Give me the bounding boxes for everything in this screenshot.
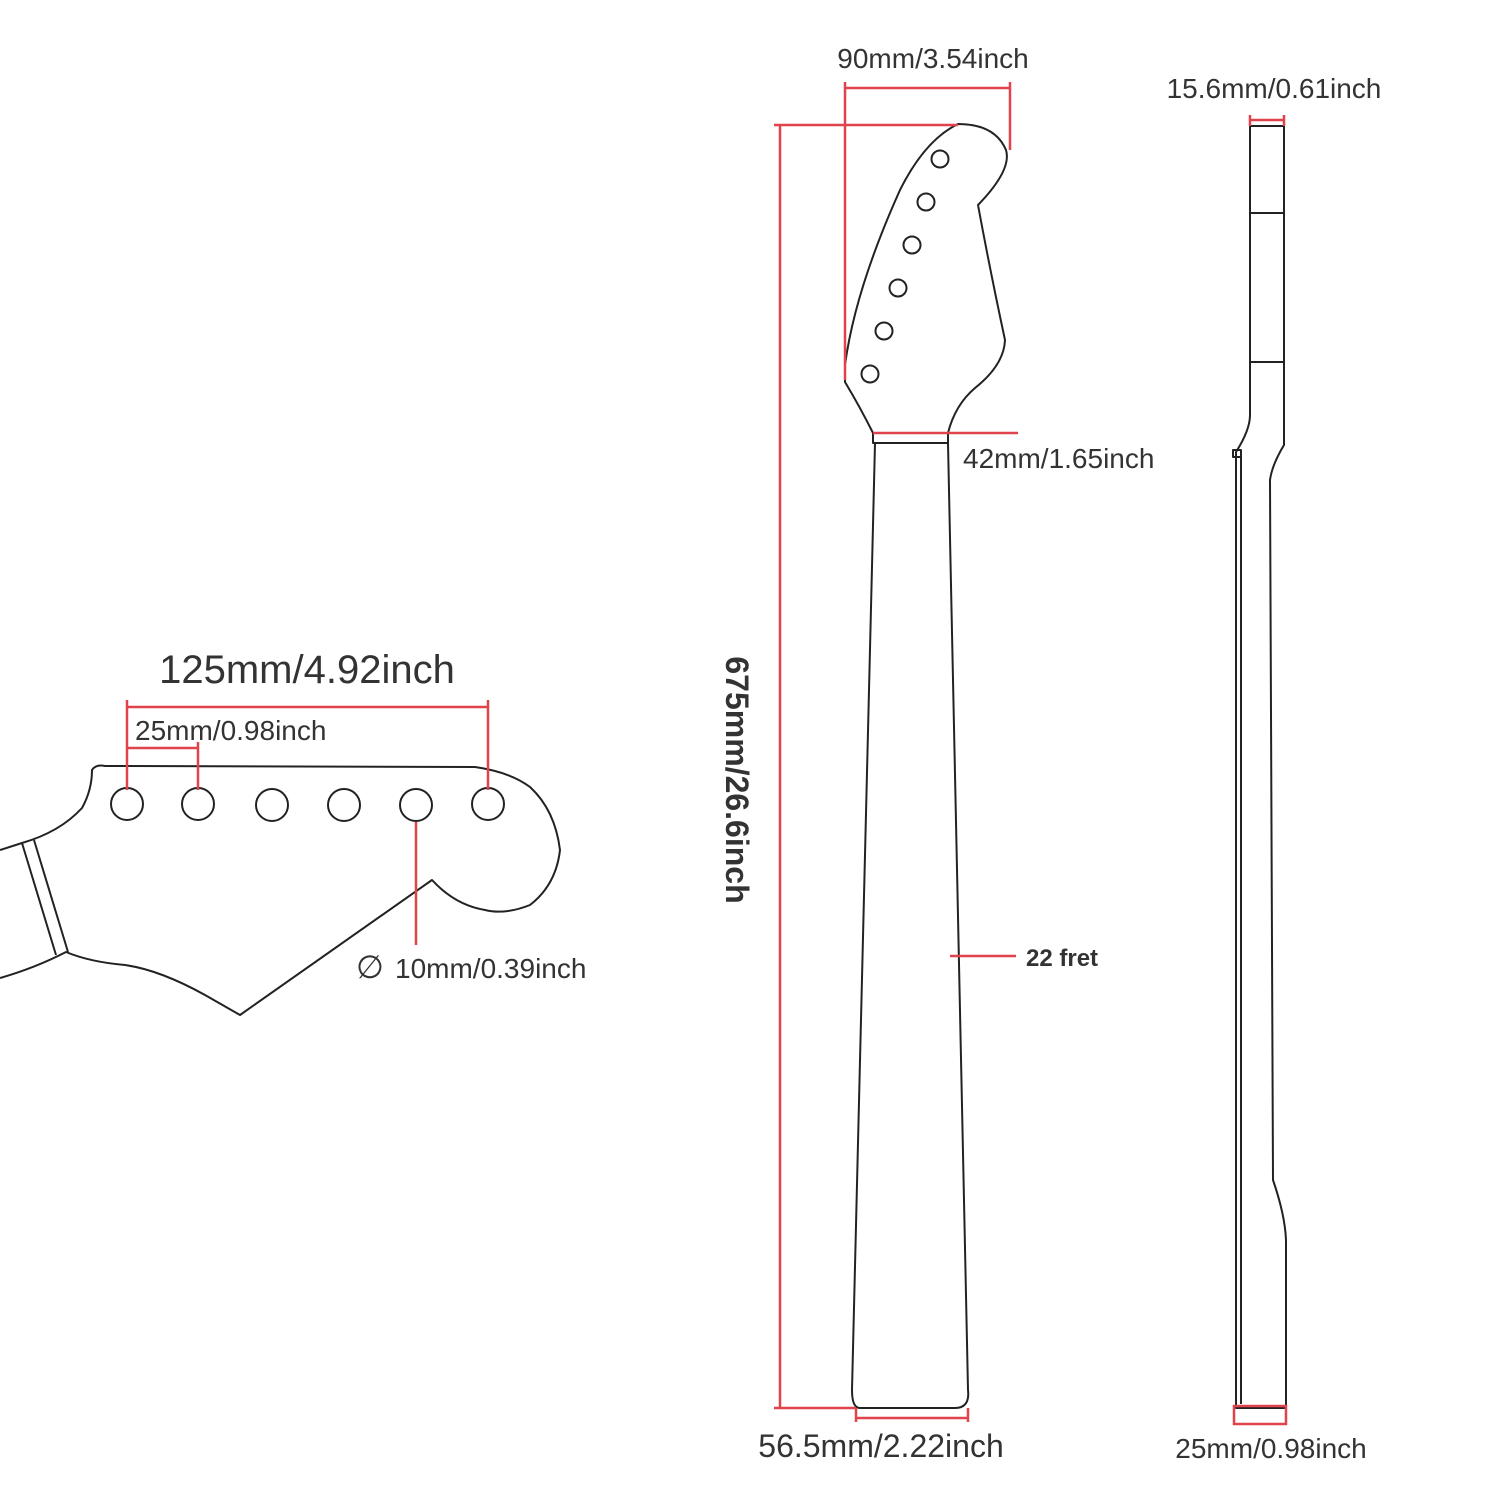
tuner-hole-1 <box>110 787 144 821</box>
overall-width-label: 125mm/4.92inch <box>159 648 455 692</box>
neck-side-outline <box>1235 125 1287 1409</box>
nut-line-outer <box>21 842 57 956</box>
dim-hole-spacing <box>127 742 200 790</box>
nut-width-label: 42mm/1.65inch <box>963 443 1154 474</box>
dim-total-length <box>774 123 958 1410</box>
dim-heel-width <box>854 1408 970 1422</box>
tuner-hole-5 <box>399 788 433 822</box>
front-tuner-hole-5 <box>874 321 894 341</box>
fretboard-outline <box>851 442 970 1409</box>
dim-overall-width <box>125 700 490 790</box>
heel-thickness-label: 25mm/0.98inch <box>1175 1433 1366 1464</box>
dim-headstock-thickness <box>1248 115 1286 126</box>
hole-diameter-label: 10mm/0.39inch <box>395 953 586 984</box>
neck-side-view: 15.6mm/0.61inch 25mm/0.98inch <box>1167 73 1382 1464</box>
front-tuner-hole-3 <box>902 235 922 255</box>
dim-headstock-width <box>843 82 1012 380</box>
diameter-symbol: ∅ <box>356 949 384 985</box>
fret-count-label: 22 fret <box>1026 945 1098 972</box>
headstock-detail-outline <box>0 764 561 1016</box>
side-nut <box>1232 449 1242 458</box>
tuner-hole-4 <box>327 788 361 822</box>
headstock-thickness-label: 15.6mm/0.61inch <box>1167 73 1382 104</box>
neck-front-outline <box>844 123 1008 434</box>
dim-heel-thickness <box>1232 1404 1288 1426</box>
heel-width-label: 56.5mm/2.22inch <box>758 1428 1003 1464</box>
front-tuner-hole-4 <box>888 278 908 298</box>
nut-line-inner <box>33 839 69 953</box>
front-tuner-hole-6 <box>860 364 880 384</box>
headstock-width-label: 90mm/3.54inch <box>837 43 1028 74</box>
front-tuner-hole-2 <box>916 192 936 212</box>
total-length-label: 675mm/26.6inch <box>719 656 755 903</box>
front-tuner-hole-1 <box>930 149 950 169</box>
headstock-detail-view: 125mm/4.92inch 25mm/0.98inch ∅ 10mm/0.39… <box>0 648 586 1016</box>
nut <box>872 432 949 444</box>
tuner-hole-2 <box>181 787 215 821</box>
neck-front-view: 90mm/3.54inch 675mm/26.6inch 42mm/1.65in… <box>719 43 1154 1464</box>
hole-spacing-label: 25mm/0.98inch <box>135 715 326 746</box>
tuner-hole-6 <box>471 787 505 821</box>
tuner-hole-3 <box>255 788 289 822</box>
